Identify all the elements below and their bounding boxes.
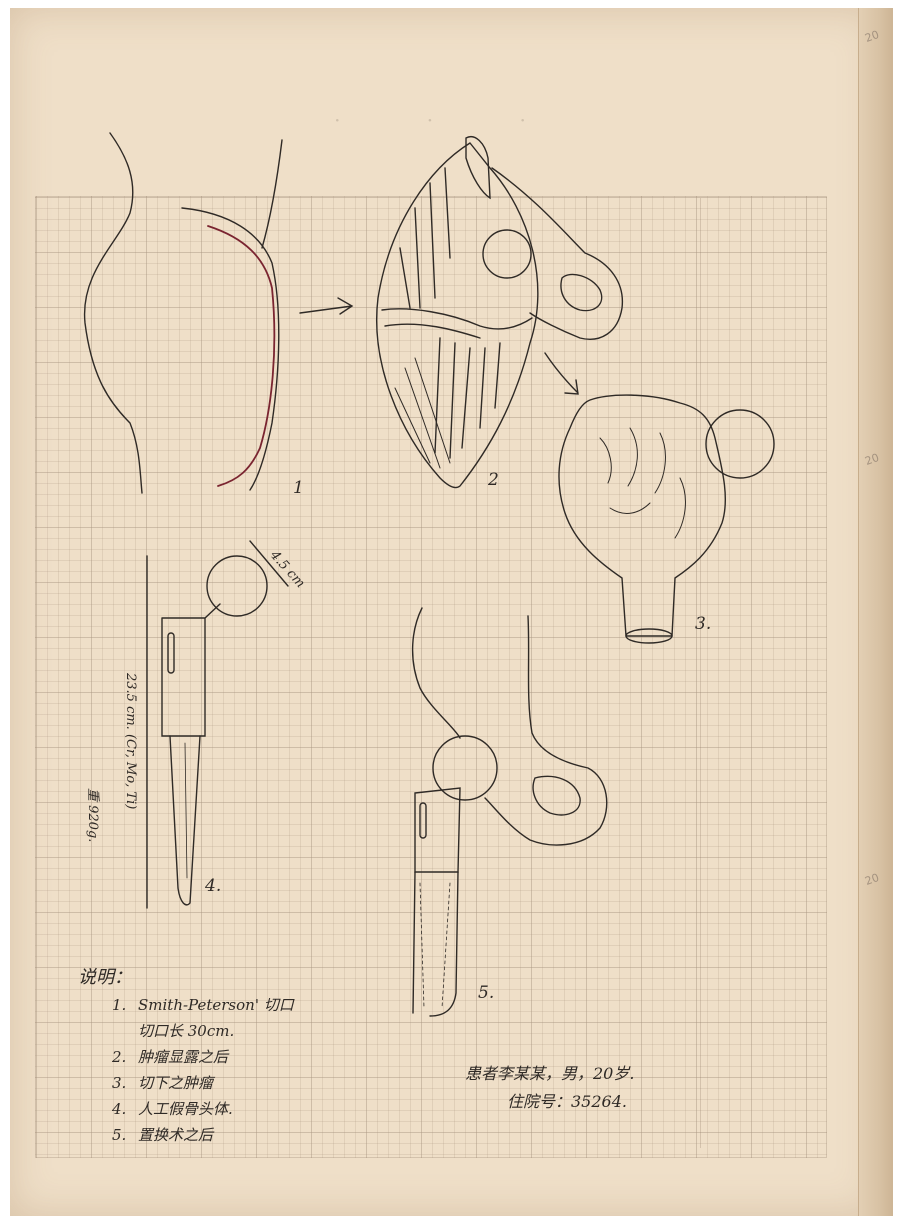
note-item: 4.人工假骨头体. <box>112 1099 408 1119</box>
note-item: 切口长 30cm. <box>112 1021 408 1041</box>
notes-block: 说明： 1.Smith-Peterson' 切口 切口长 30cm. 2.肿瘤显… <box>78 963 408 1145</box>
figure-label-1: 1 <box>293 478 304 498</box>
record-number-line: 住院号：35264. <box>465 1088 725 1116</box>
measure-side-label: 23.5 cm. (Cr, Mo, Ti) <box>123 673 138 809</box>
figure-label-4: 4. <box>205 876 221 896</box>
note-item: 5.置换术之后 <box>112 1125 408 1145</box>
patient-line: 患者李某某，男，20岁. <box>465 1060 725 1088</box>
figure-label-2: 2 <box>488 470 499 490</box>
note-item: 1.Smith-Peterson' 切口 <box>112 995 408 1015</box>
note-item: 3.切下之肿瘤 <box>112 1073 408 1093</box>
figure-label-5: 5. <box>478 983 494 1003</box>
weight-label: 重 920g. <box>85 788 104 842</box>
edge-stamp: 20 <box>863 871 881 888</box>
note-item: 2.肿瘤显露之后 <box>112 1047 408 1067</box>
adjacent-page-edge: 20 20 20 <box>858 8 893 1216</box>
patient-info-block: 患者李某某，男，20岁. 住院号：35264. <box>465 1060 725 1116</box>
figure-4-prosthesis-drawing <box>147 541 288 908</box>
notes-title: 说明： <box>78 963 408 989</box>
arrow-2-to-3 <box>545 353 578 394</box>
figure-1-hip-incision-drawing <box>85 133 282 493</box>
arrow-1-to-2 <box>300 298 352 314</box>
figure-2-exposed-tumor-drawing <box>377 137 623 488</box>
figure-3-excised-tumor-drawing <box>559 395 774 643</box>
edge-stamp: 20 <box>863 451 881 468</box>
figure-5-replacement-drawing <box>413 608 607 1016</box>
figure-label-3: 3. <box>695 614 711 634</box>
edge-stamp: 20 <box>863 28 881 45</box>
notebook-page: · · · <box>10 8 878 1216</box>
